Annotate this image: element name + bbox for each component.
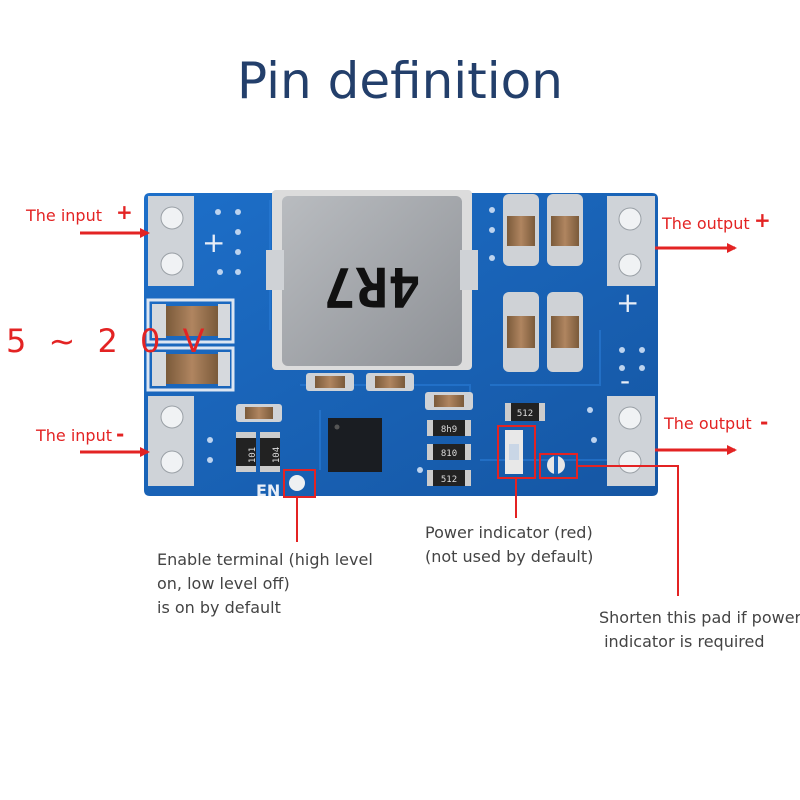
silk-plus-right: + xyxy=(616,286,639,319)
left-resistors: 101 104 xyxy=(236,432,282,472)
enable-note-line1: Enable terminal (high level xyxy=(157,550,373,569)
output-plus-pads xyxy=(607,196,655,286)
shorten-note-line2: indicator is required xyxy=(599,632,765,651)
output-plus-sign: + xyxy=(754,208,771,232)
output-capacitors xyxy=(503,194,583,372)
input-plus-pads xyxy=(148,196,194,286)
page-title: Pin definition xyxy=(237,52,563,110)
shorten-pad-note: Shorten this pad if power indicator is r… xyxy=(599,606,800,654)
regulator-ic xyxy=(328,418,382,472)
power-led xyxy=(505,430,523,474)
silk-plus-left: + xyxy=(202,226,225,259)
input-minus-pads xyxy=(148,396,194,486)
vias xyxy=(207,207,645,473)
input-plus-label: The input xyxy=(26,206,102,225)
enable-note-line3: is on by default xyxy=(157,598,281,617)
resistor-mark-512a: 512 xyxy=(517,409,533,419)
resistor-mark-101: 101 xyxy=(248,447,258,463)
power-note-line1: Power indicator (red) xyxy=(425,523,593,542)
output-plus-label: The output xyxy=(662,214,750,233)
short-pad xyxy=(547,456,565,474)
voltage-range: 5 ~ 2 0 V xyxy=(6,322,211,360)
en-highlight xyxy=(283,469,316,498)
resistor-column: 8h9 810 512 512 xyxy=(427,403,545,486)
input-capacitors xyxy=(146,298,235,392)
small-capacitors xyxy=(236,373,473,422)
output-minus-label: The output xyxy=(664,414,752,433)
en-silkscreen: EN xyxy=(256,481,280,500)
resistor-mark-512b: 512 xyxy=(441,475,457,485)
input-plus-sign: + xyxy=(116,200,133,224)
enable-note: Enable terminal (high level on, low leve… xyxy=(157,548,397,620)
shorten-note-line1: Shorten this pad if power xyxy=(599,608,800,627)
output-minus-sign: - xyxy=(760,410,769,434)
power-note-line2: (not used by default) xyxy=(425,547,594,566)
input-minus-label: The input xyxy=(36,426,112,445)
resistor-mark-810: 810 xyxy=(441,449,457,459)
power-indicator-note: Power indicator (red) (not used by defau… xyxy=(425,521,625,569)
inductor-marking: 4R7 xyxy=(323,255,421,318)
output-minus-pads xyxy=(607,396,655,486)
inductor: 4R7 xyxy=(266,190,478,370)
pcb-board: + + - xyxy=(144,190,658,500)
silk-minus-right: - xyxy=(620,364,630,397)
en-pad: EN xyxy=(256,475,305,500)
input-minus-sign: - xyxy=(116,422,125,446)
enable-note-line2: on, low level off) xyxy=(157,574,290,593)
resistor-mark-104: 104 xyxy=(272,447,282,463)
pad-callout-line xyxy=(577,465,679,596)
resistor-mark-8h9: 8h9 xyxy=(441,425,457,435)
